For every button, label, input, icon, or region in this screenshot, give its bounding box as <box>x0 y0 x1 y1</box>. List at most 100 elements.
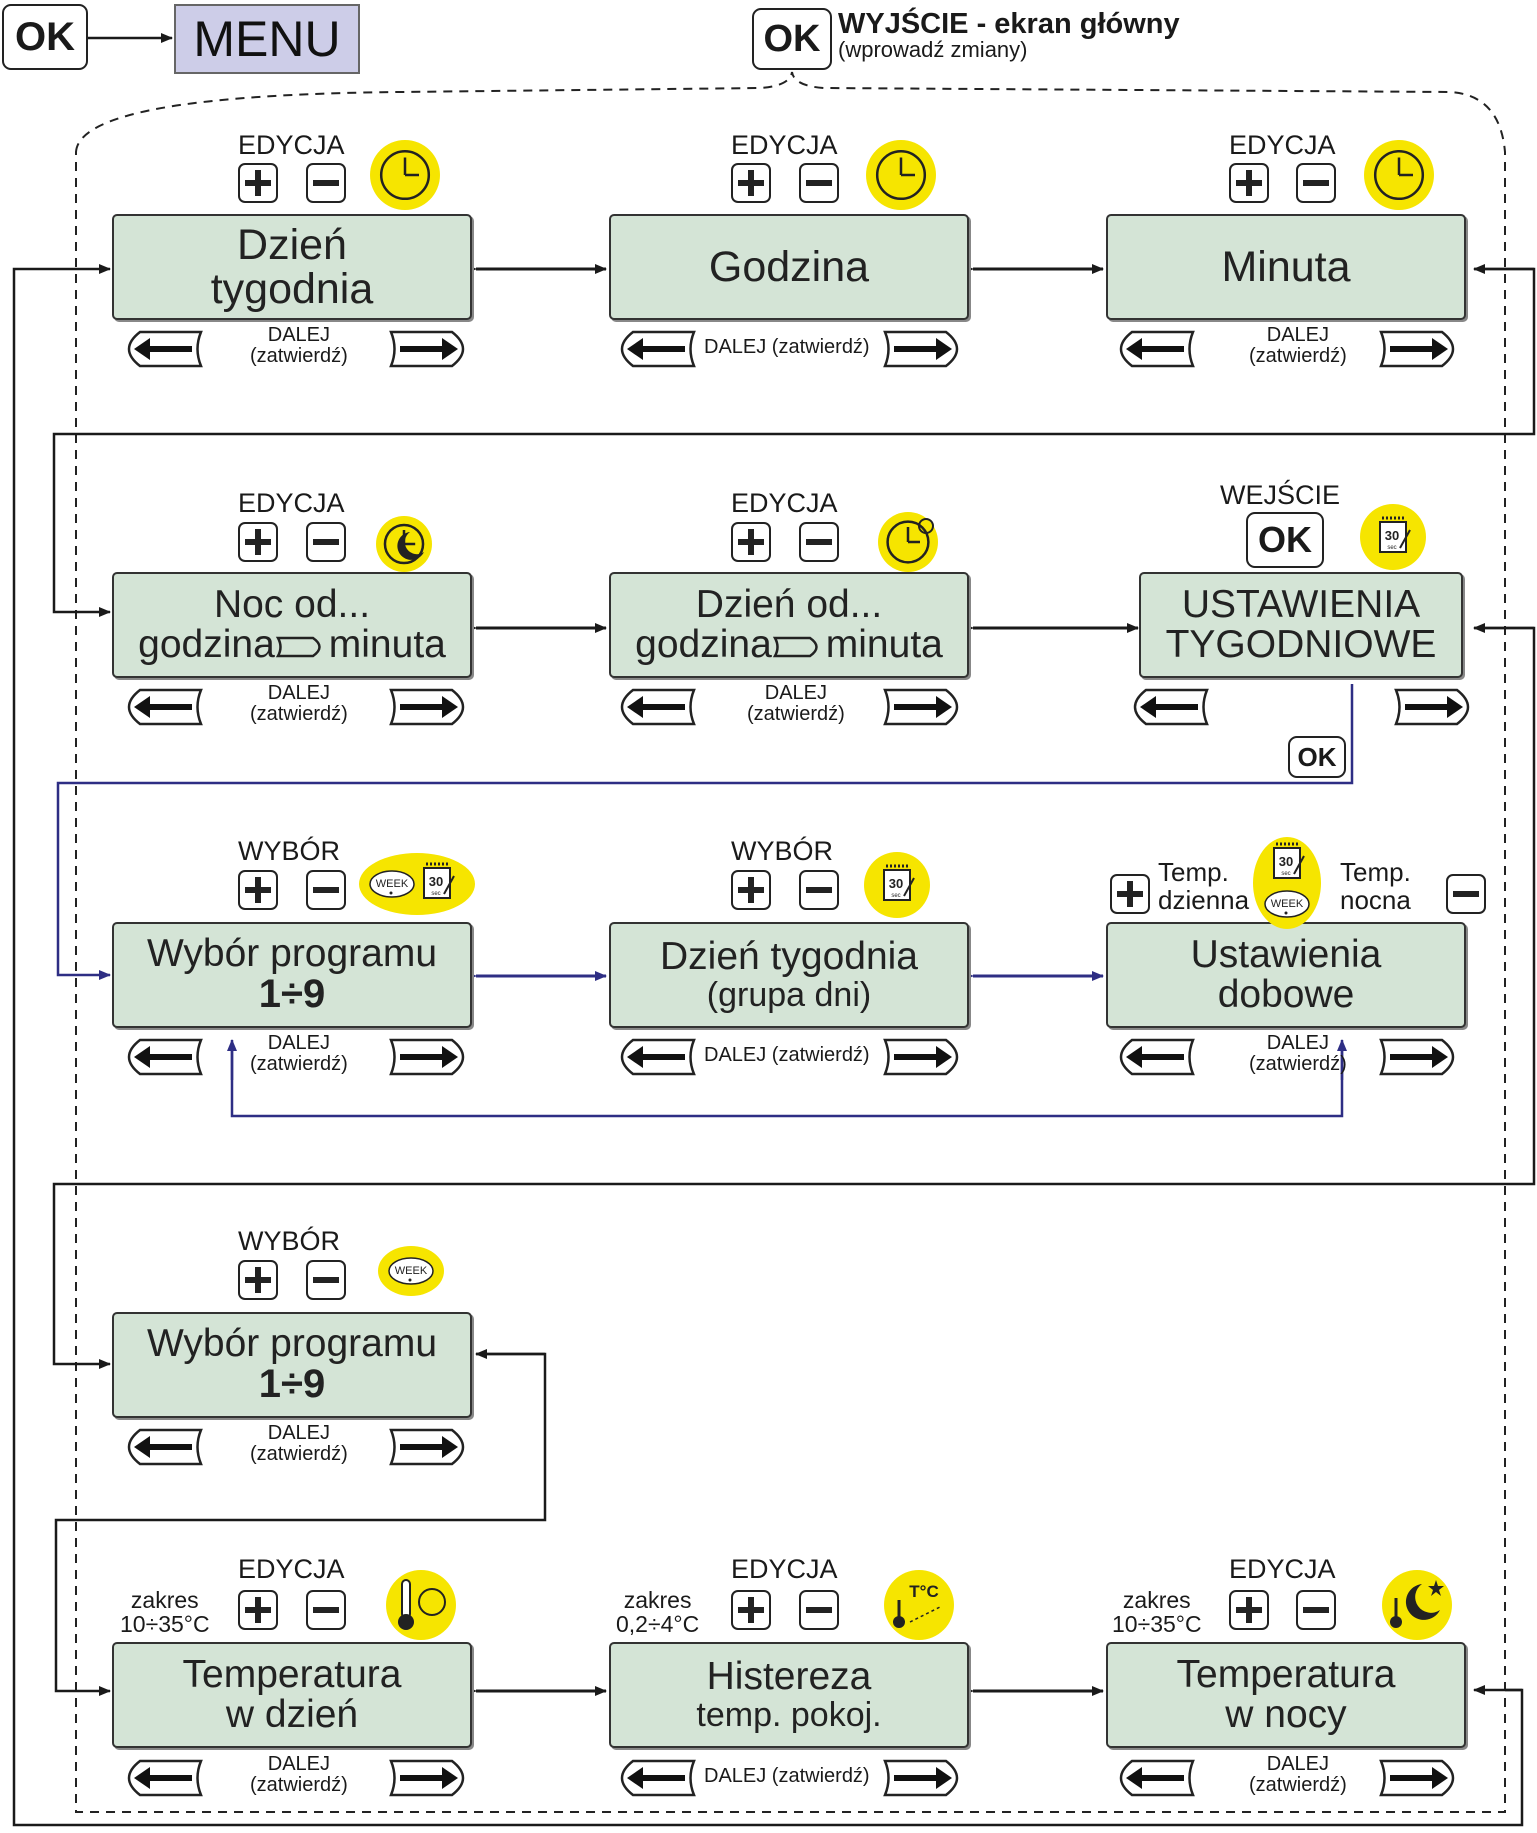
plus-button[interactable] <box>238 163 278 203</box>
plus-button[interactable] <box>238 522 278 562</box>
arrow-right-button[interactable] <box>1378 327 1464 371</box>
arrow-right-button[interactable] <box>882 685 968 729</box>
arrow-right-icon <box>389 1428 465 1466</box>
arrow-right-button[interactable] <box>388 1425 474 1469</box>
minus-icon <box>313 539 339 545</box>
wejscie-ok-button[interactable]: OK <box>1246 512 1324 568</box>
arrow-right-icon <box>883 1038 959 1076</box>
zatwierdz-text: (zatwierdź) <box>250 345 348 367</box>
ok-button[interactable]: OK <box>2 4 88 70</box>
arrow-right-button[interactable] <box>882 327 968 371</box>
arrow-right-icon <box>389 330 465 368</box>
arrow-left-button[interactable] <box>1110 327 1196 371</box>
panel-dzien-tygodnia-grupa: Dzień tygodnia (grupa dni) <box>609 922 969 1028</box>
panel-dzien-tygodnia: Dzień tygodnia <box>112 214 472 320</box>
arrow-right-icon <box>275 636 321 657</box>
arrow-left-button[interactable] <box>611 1035 697 1079</box>
arrow-left-button[interactable] <box>611 327 697 371</box>
plus-icon <box>738 529 764 555</box>
arrow-right-button[interactable] <box>1393 685 1479 729</box>
arrow-left-button[interactable] <box>118 1425 204 1469</box>
minus-button[interactable] <box>1296 163 1336 203</box>
plus-icon <box>245 877 271 903</box>
arrow-right-button[interactable] <box>1378 1756 1464 1800</box>
arrow-left-button[interactable] <box>1124 685 1210 729</box>
panel-ustawienia-tygodniowe: USTAWIENIA TYGODNIOWE <box>1139 572 1463 678</box>
minus-button[interactable] <box>799 163 839 203</box>
plus-button[interactable] <box>238 1590 278 1630</box>
minus-button[interactable] <box>799 870 839 910</box>
minus-button[interactable] <box>306 163 346 203</box>
arrow-right-button[interactable] <box>1378 1035 1464 1079</box>
wejscie-label: WEJŚCIE <box>1220 480 1341 510</box>
arrow-right-button[interactable] <box>388 1035 474 1079</box>
arrow-left-button[interactable] <box>1110 1756 1196 1800</box>
arrow-left-icon <box>1133 688 1209 726</box>
ok-small-button[interactable]: OK <box>1288 736 1346 778</box>
arrow-right-button[interactable] <box>882 1756 968 1800</box>
plus-button[interactable] <box>1229 163 1269 203</box>
day-clock-icon <box>878 512 938 572</box>
arrow-left-icon <box>1119 330 1195 368</box>
minus-button[interactable] <box>1296 1590 1336 1630</box>
minus-button[interactable] <box>306 1260 346 1300</box>
arrow-right-icon <box>1379 330 1455 368</box>
clock-icon <box>1364 140 1434 210</box>
svg-text:sec: sec <box>1281 871 1290 877</box>
arrow-left-button[interactable] <box>118 685 204 729</box>
dalej-label: DALEJ (zatwierdź) <box>704 1044 870 1066</box>
arrow-left-button[interactable] <box>118 1035 204 1079</box>
arrow-left-button[interactable] <box>611 685 697 729</box>
plus-button[interactable] <box>731 522 771 562</box>
svg-text:sec: sec <box>891 893 900 899</box>
thermometer-sun-icon <box>386 1570 456 1640</box>
plus-button[interactable] <box>238 870 278 910</box>
arrow-left-icon <box>127 1759 203 1797</box>
svg-text:T°C: T°C <box>909 1582 938 1601</box>
night-clock-icon <box>376 516 432 572</box>
minus-button[interactable] <box>306 1590 346 1630</box>
minus-icon <box>313 1277 339 1283</box>
plus-button[interactable] <box>1229 1590 1269 1630</box>
dalej-text: DALEJ <box>764 682 828 704</box>
zatwierdz-text: (zatwierdź) <box>747 703 845 725</box>
exit-ok-button[interactable]: OK <box>752 8 832 70</box>
arrow-right-button[interactable] <box>882 1035 968 1079</box>
arrow-right-button[interactable] <box>388 327 474 371</box>
arrow-right-button[interactable] <box>388 1756 474 1800</box>
minus-button[interactable] <box>1446 874 1486 914</box>
arrow-left-button[interactable] <box>611 1756 697 1800</box>
minus-button[interactable] <box>306 870 346 910</box>
minus-icon <box>313 887 339 893</box>
arrow-left-icon <box>127 1038 203 1076</box>
edycja-label: EDYCJA <box>1229 1554 1336 1584</box>
minus-button[interactable] <box>799 1590 839 1630</box>
arrow-left-button[interactable] <box>118 1756 204 1800</box>
dalej-label: DALEJ(zatwierdź) <box>250 1033 348 1075</box>
dalej-label: DALEJ(zatwierdź) <box>1249 325 1347 367</box>
svg-text:30: 30 <box>429 874 443 889</box>
minus-button[interactable] <box>306 522 346 562</box>
edycja-label: EDYCJA <box>238 488 345 518</box>
plus-button[interactable] <box>731 163 771 203</box>
minus-icon <box>806 1607 832 1613</box>
plus-button[interactable] <box>238 1260 278 1300</box>
arrow-left-button[interactable] <box>1110 1035 1196 1079</box>
plus-button[interactable] <box>731 1590 771 1630</box>
plus-button[interactable] <box>731 870 771 910</box>
arrow-right-button[interactable] <box>388 685 474 729</box>
arrow-left-icon <box>1119 1038 1195 1076</box>
arrow-left-icon <box>127 330 203 368</box>
minus-button[interactable] <box>799 522 839 562</box>
panel-wybor-programu-1: Wybór programu 1÷9 <box>112 922 472 1028</box>
arrow-left-icon <box>127 1428 203 1466</box>
plus-button[interactable] <box>1110 874 1150 914</box>
arrow-left-button[interactable] <box>118 327 204 371</box>
svg-text:WEEK: WEEK <box>1271 898 1304 910</box>
minus-icon <box>806 539 832 545</box>
plus-icon <box>245 1267 271 1293</box>
plus-icon <box>1236 170 1262 196</box>
